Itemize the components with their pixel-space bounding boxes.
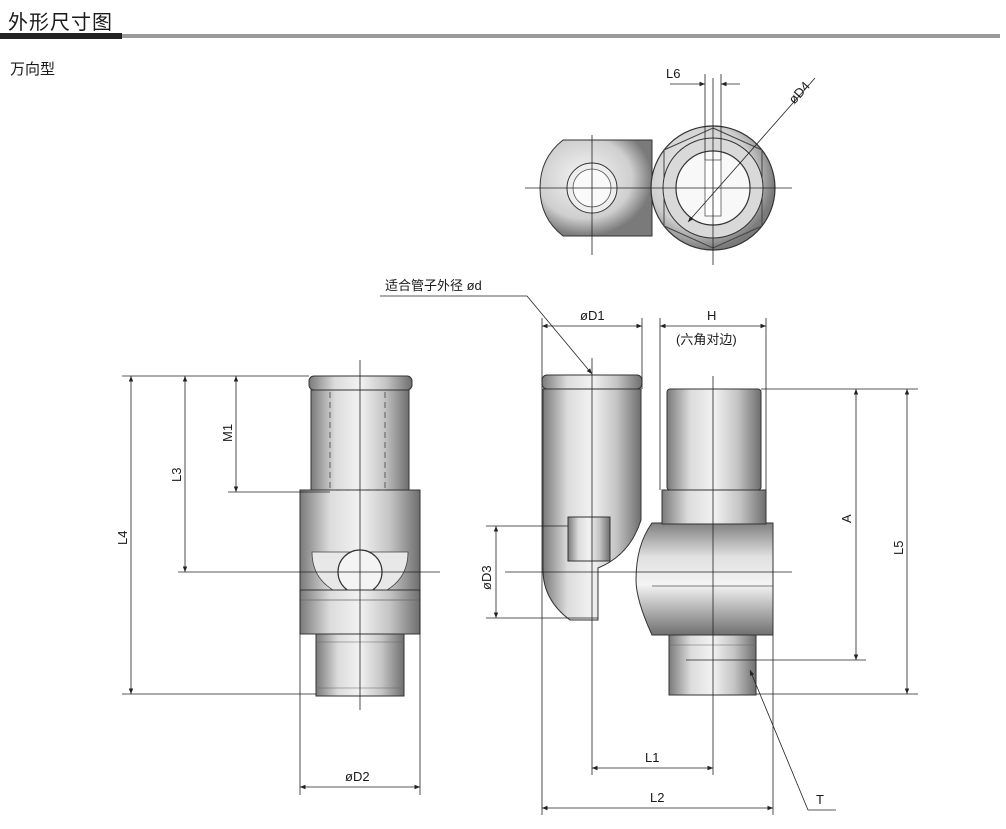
header-bar-rule <box>122 34 1000 38</box>
label-D4: øD4 <box>785 79 813 107</box>
label-T: T <box>816 792 824 807</box>
label-D3: øD3 <box>479 565 494 590</box>
top-view: L6 øD4 <box>525 66 816 265</box>
label-L5: L5 <box>891 541 906 555</box>
front-view: L4 L3 M1 øD2 <box>115 360 440 795</box>
label-D1: øD1 <box>580 308 605 323</box>
label-L6: L6 <box>666 66 680 81</box>
page-title: 外形尺寸图 <box>8 12 113 34</box>
side-view: 适合管子外径 ød øD1 H (六角对边) øD3 A L5 L1 L2 T <box>380 278 918 815</box>
label-M1: M1 <box>220 424 235 442</box>
section-header: 外形尺寸图 <box>0 0 1006 42</box>
label-tube-od: 适合管子外径 ød <box>385 278 482 293</box>
variant-title: 万向型 <box>10 61 56 78</box>
label-hex: (六角对边) <box>676 332 737 347</box>
label-L3: L3 <box>169 468 184 482</box>
header-bar-accent <box>0 33 122 39</box>
label-H: H <box>707 308 716 323</box>
label-L2: L2 <box>650 790 664 805</box>
label-L1: L1 <box>645 750 659 765</box>
label-A: A <box>839 514 854 523</box>
label-D2: øD2 <box>345 769 370 784</box>
label-L4: L4 <box>115 531 130 545</box>
